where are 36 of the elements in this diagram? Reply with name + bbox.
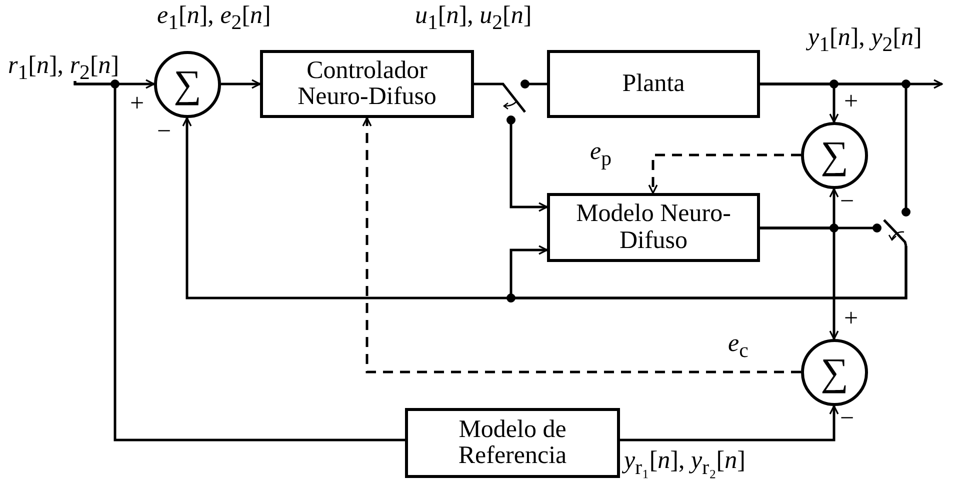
signal-line (760, 82, 908, 205)
plus-sign: + (844, 88, 858, 116)
signal-label: e$_{p}$ (590, 138, 612, 170)
box-label: Planta (622, 70, 685, 98)
signal-label: e$_{c}$ (728, 330, 748, 362)
switch-symbol (870, 205, 912, 246)
sum-symbol: ∑ (820, 353, 848, 392)
signal-line (74, 80, 405, 442)
box-label: Controlador Neuro-Difuso (296, 58, 438, 110)
minus-sign: − (840, 405, 854, 432)
dashed-arrow (362, 117, 801, 374)
plus-sign: + (130, 90, 144, 118)
process-box (260, 50, 474, 118)
minus-sign: − (840, 188, 854, 216)
process-box (405, 408, 620, 478)
arrow (760, 226, 839, 340)
signal-label: y$_{1}$[n], y$_{2}$[n] (808, 24, 922, 56)
arrow (620, 405, 839, 442)
process-box (547, 193, 760, 262)
signal-line (474, 82, 500, 86)
arrow (510, 125, 548, 212)
minus-sign: − (157, 118, 172, 146)
signal-label: y$_{r₁}$[n], y$_{r₂}$[n] (624, 447, 746, 479)
dashed-arrow (648, 154, 801, 194)
box-label: Modelo Neuro-Difuso (575, 201, 732, 254)
plus-sign: + (844, 305, 858, 332)
sum-symbol: ∑ (174, 65, 202, 104)
arrow (221, 79, 261, 89)
sum-symbol: ∑ (820, 136, 848, 175)
process-box (547, 50, 760, 118)
signal-label: u$_{1}$[n], u$_{2}$[n] (415, 2, 532, 34)
signal-label: e$_{1}$[n], e$_{2}$[n] (157, 2, 271, 34)
signal-line (532, 82, 547, 86)
arrow (510, 245, 908, 300)
signal-label: r$_{1}$[n], r$_{2}$[n] (8, 52, 120, 79)
box-label: Modelo de Referencia (457, 416, 568, 470)
